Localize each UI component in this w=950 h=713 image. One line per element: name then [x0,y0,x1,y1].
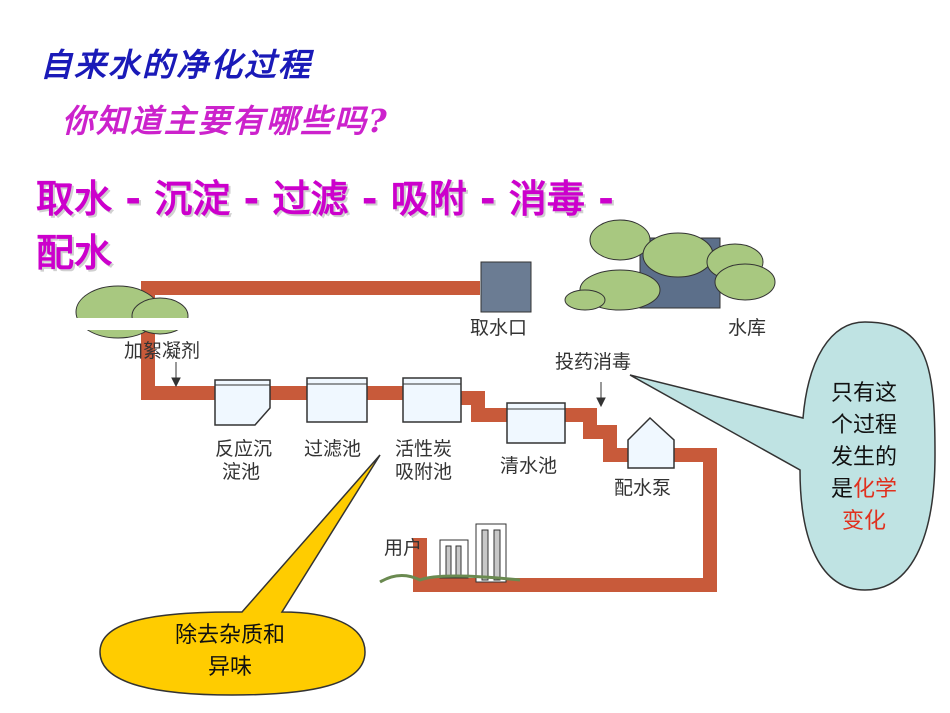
impurity-callout [99,454,381,696]
label-intake: 取水口 [470,317,527,339]
label-clear-water: 清水池 [500,455,557,477]
callout-line-2: 个过程 [830,413,897,438]
intake-box [480,261,532,313]
page-title: 自来水的净化过程 [40,46,313,84]
reservoir-illustration [564,219,776,311]
pump-house [627,416,675,469]
yellow-line-1: 除去杂质和 [174,623,285,648]
callout-line-4: 是化学 [830,477,898,502]
label-sedimentation-1: 反应沉 [215,438,272,460]
label-user: 用户 [384,537,422,559]
callout-line-3: 发生的 [830,445,897,470]
blue-callout-text: 只有这 个过程 发生的 是化学 变化 [812,378,916,538]
callout-line-1: 只有这 [830,381,897,406]
filter-tank [306,377,368,423]
water-pipe [141,281,717,592]
label-sedimentation-2: 淀池 [222,461,260,483]
disinfect-arrow [596,382,606,408]
callout-line-5: 变化 [841,509,886,534]
user-buildings [379,523,521,584]
label-disinfect: 投药消毒 [555,351,631,373]
left-hills [70,285,200,339]
coagulant-arrow [171,362,181,388]
label-pump: 配水泵 [614,477,671,499]
label-reservoir: 水库 [728,317,766,339]
label-carbon-2: 吸附池 [395,461,452,483]
carbon-tank [402,377,462,423]
yellow-callout-text: 除去杂质和 异味 [120,620,340,684]
process-steps: 取水 - 沉淀 - 过滤 - 吸附 - 消毒 - 配水 [36,177,614,275]
clear-water-tank [506,402,566,444]
yellow-line-2: 异味 [207,655,252,680]
label-carbon-1: 活性炭 [395,438,452,460]
label-filter: 过滤池 [304,438,361,460]
label-coagulant: 加絮凝剂 [124,340,200,362]
sedimentation-tank [214,379,271,426]
page-subtitle: 你知道主要有哪些吗? [62,102,389,140]
chemical-change-callout [629,321,936,591]
